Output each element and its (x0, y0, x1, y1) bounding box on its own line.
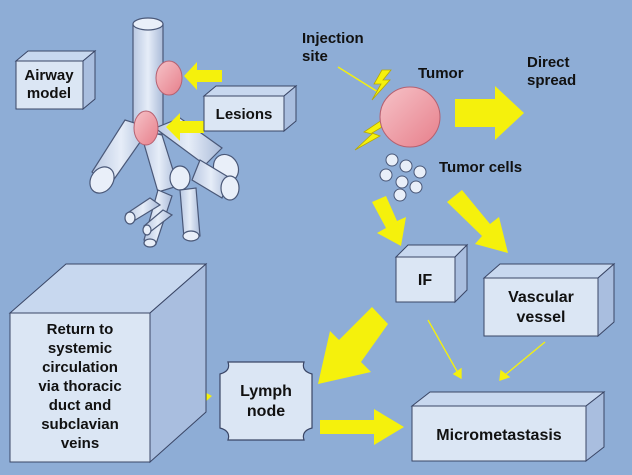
if-label: IF (418, 272, 432, 289)
lightning-icon (371, 69, 392, 101)
tumor-circle (379, 86, 441, 148)
tumor-cells-label: Tumor cells (439, 159, 522, 176)
lesion-upper (155, 60, 183, 96)
thin-arrows (427, 319, 546, 381)
return-label-4: via thoracic (38, 378, 121, 395)
micrometastasis-label: Micrometastasis (436, 427, 561, 444)
return-label-5: duct and (49, 397, 112, 414)
vascular-vessel-box: Vascular vessel (482, 262, 616, 338)
micrometastasis-box: Micrometastasis (410, 390, 606, 463)
lesions-box: Lesions (202, 84, 298, 133)
direct-spread-arrow (455, 86, 524, 140)
direct-spread-label-1: Direct (527, 54, 570, 71)
arrow-to-lower-lesion (166, 113, 204, 141)
return-label-7: veins (61, 435, 99, 452)
arrow-to-upper-lesion (184, 62, 222, 90)
if-box: IF (394, 243, 469, 304)
injection-pointer (337, 66, 379, 93)
vascular-vessel-label-1: Vascular (508, 289, 574, 306)
arrow-to-vascular (447, 190, 508, 253)
airway-model-label-2: model (27, 85, 71, 102)
lymph-node-label-1: Lymph (240, 383, 292, 400)
airway-model-box: Airway model (14, 49, 97, 111)
arrow-to-micrometastasis (320, 409, 404, 445)
return-circulation-box: Return to systemic circulation via thora… (8, 262, 208, 464)
lymph-node-label-2: node (247, 403, 285, 420)
lesions-label: Lesions (216, 106, 273, 123)
arrow-to-lymph-node (318, 307, 388, 384)
return-label-3: circulation (42, 359, 118, 376)
tumor-label: Tumor (418, 65, 464, 82)
return-label-1: Return to (47, 321, 114, 338)
injection-site-label-1: Injection (302, 30, 364, 47)
injection-site-label-2: site (302, 48, 328, 65)
airway-model-graphic (89, 17, 240, 248)
airway-model-label-1: Airway (24, 67, 74, 84)
return-label-2: systemic (48, 340, 112, 357)
lesion-lower (133, 110, 159, 146)
tumor-cells-group (379, 153, 427, 202)
return-label-6: subclavian (41, 416, 119, 433)
arrow-to-if (372, 196, 406, 246)
lymph-node-box: Lymph node (219, 361, 313, 441)
direct-spread-label-2: spread (527, 72, 576, 89)
vascular-vessel-label-2: vessel (517, 309, 566, 326)
